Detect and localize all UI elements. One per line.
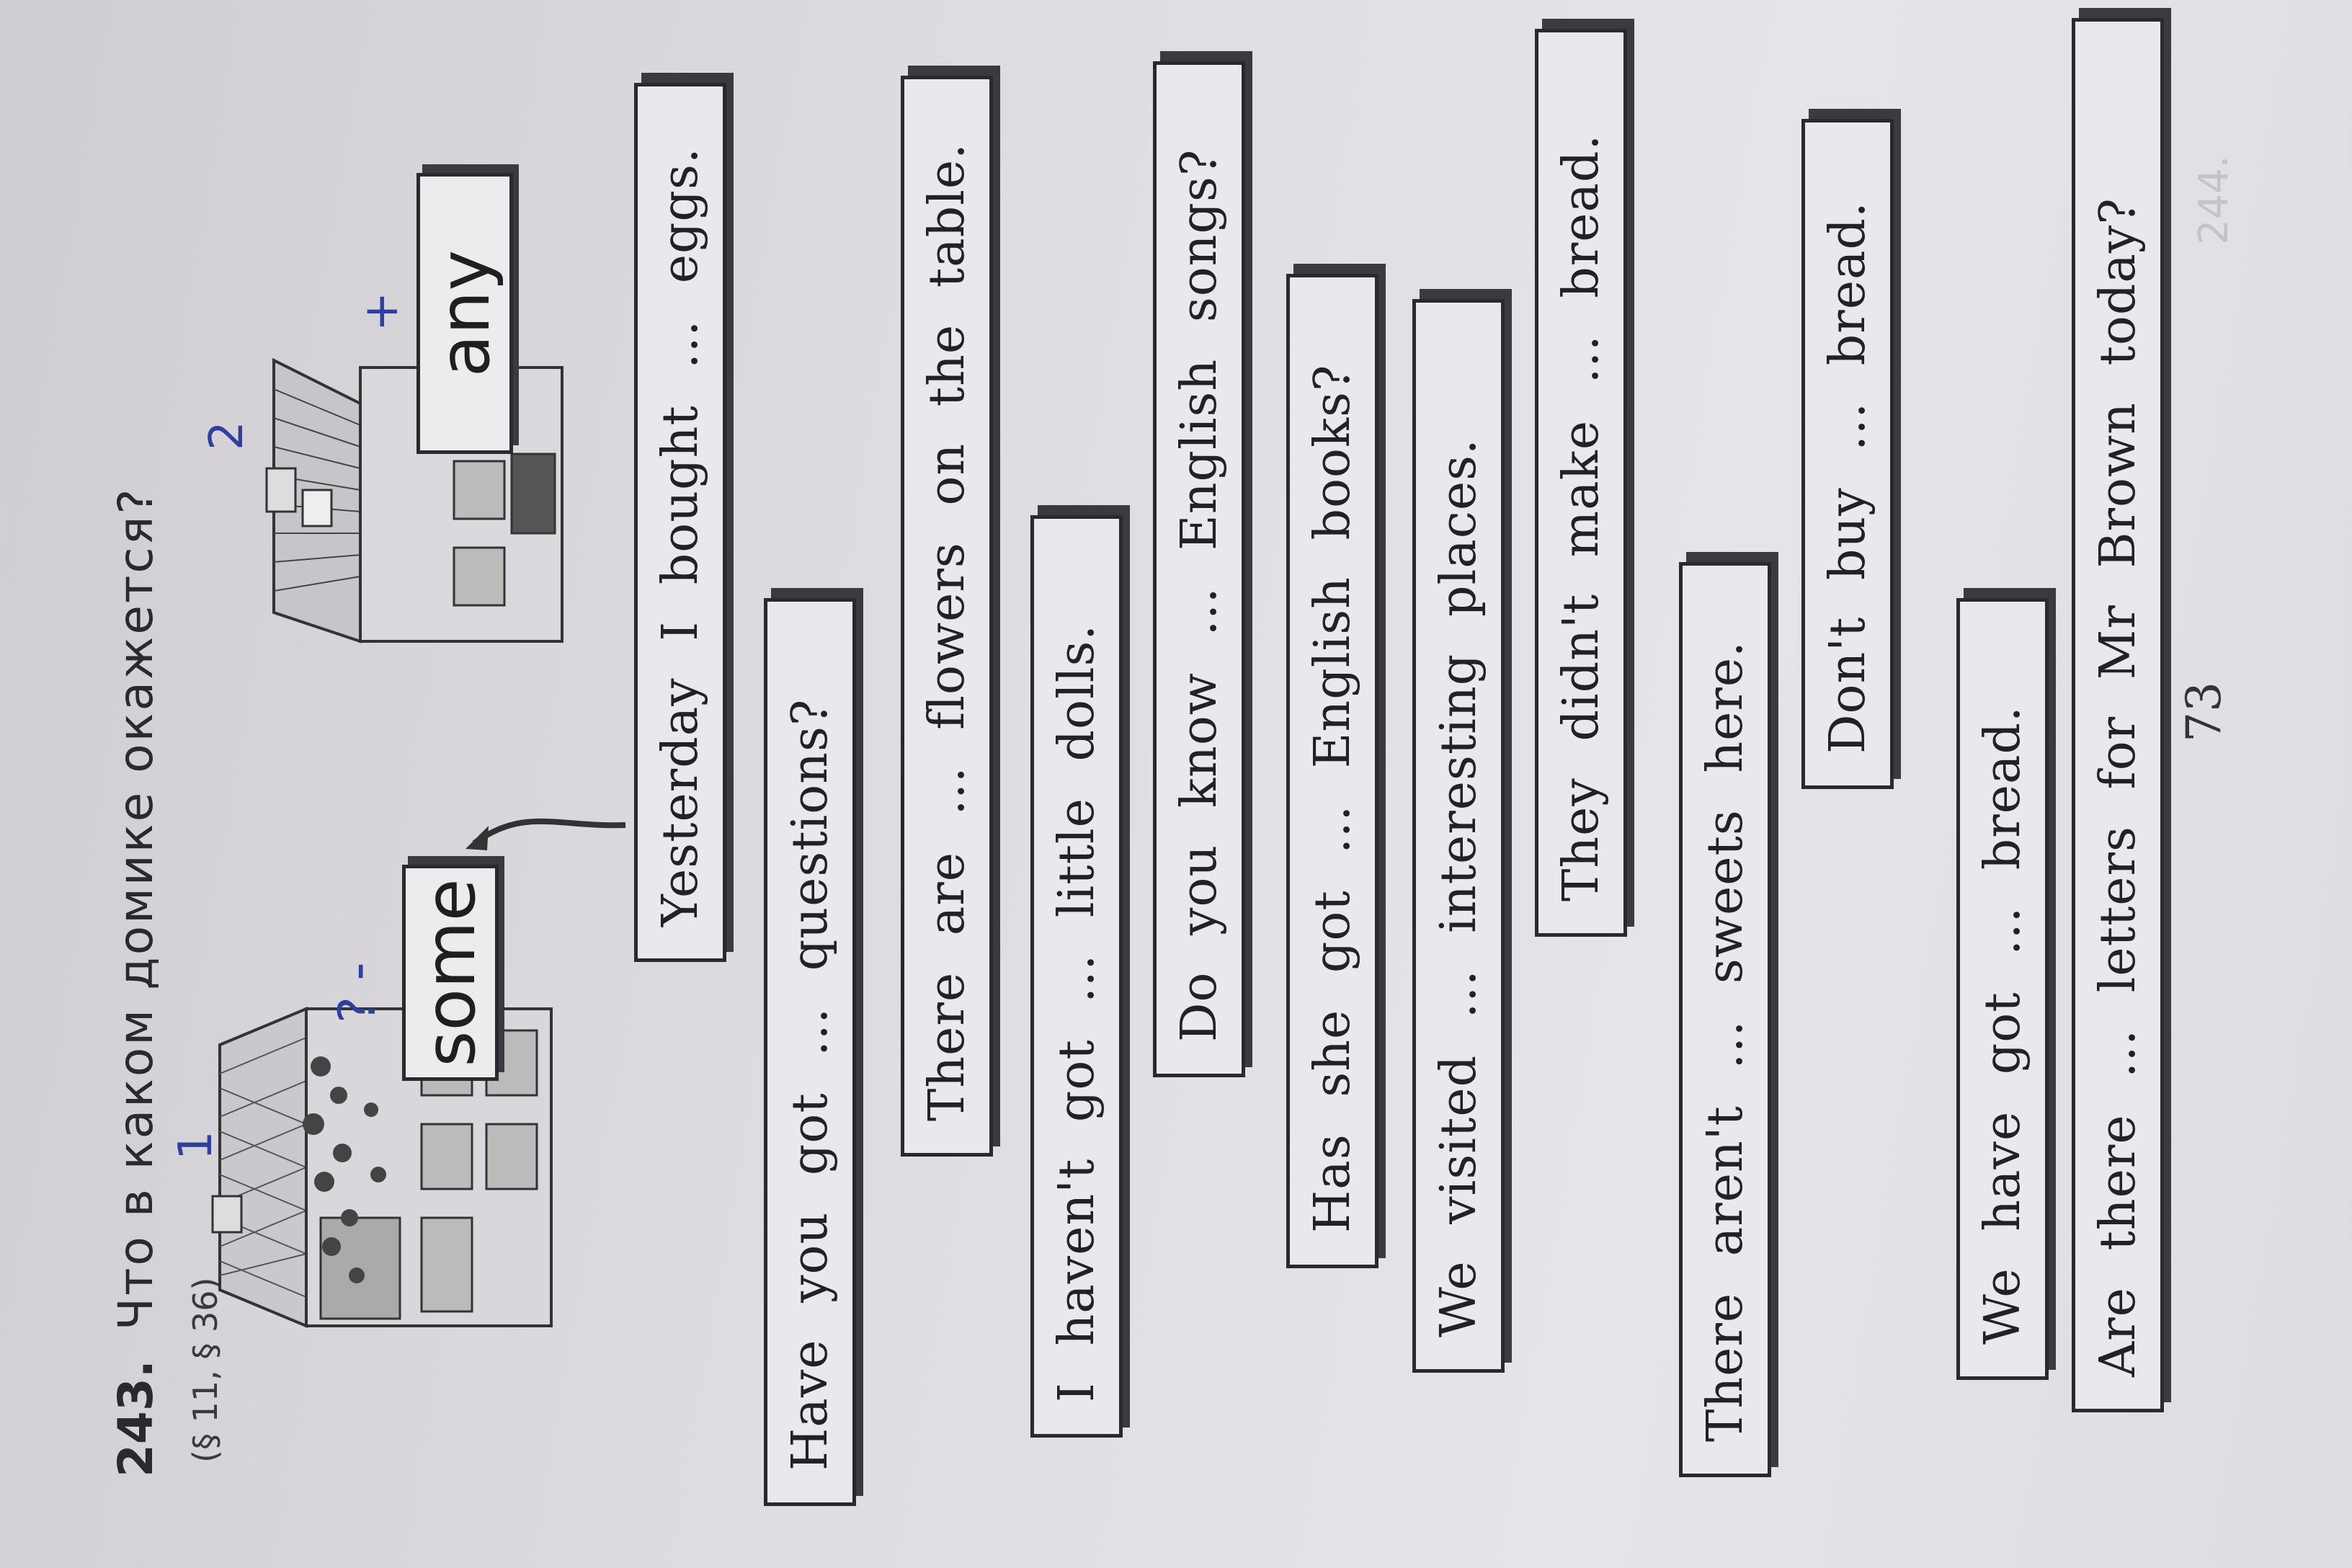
ghost-exercise-number: 244.: [2191, 155, 2237, 245]
sentence-card[interactable]: Yesterday I bought ... eggs.: [634, 83, 726, 962]
sentence-card[interactable]: There are ... flowers on the table.: [901, 76, 993, 1157]
sentence-card[interactable]: Are there ... letters for Mr Brown today…: [2072, 18, 2164, 1412]
handwritten-sign-house-2: +: [353, 291, 409, 331]
handwritten-number-1: 1: [169, 1131, 223, 1160]
house-2-illustration: [265, 357, 564, 643]
handwritten-signs-house-1: ? -: [328, 962, 387, 1023]
sentence-card[interactable]: We visited ... interesting places.: [1412, 299, 1505, 1373]
page-number: 73: [2176, 682, 2232, 742]
sentence-card[interactable]: I haven't got ... little dolls.: [1030, 515, 1123, 1438]
sentence-card[interactable]: We have got ... bread.: [1956, 598, 2049, 1380]
house-label-some[interactable]: some: [402, 865, 499, 1081]
sentence-card[interactable]: Don't buy ... bread.: [1801, 119, 1894, 789]
sentence-card[interactable]: There aren't ... sweets here.: [1679, 562, 1771, 1477]
handwritten-number-2: 2: [200, 421, 254, 450]
sentence-card[interactable]: They didn't make ... bread.: [1535, 29, 1627, 937]
ghost-lesson-header: К уроку: [2342, 50, 2352, 303]
exercise-header: 243. Что в каком домике окажется?: [108, 487, 164, 1477]
house-label-any[interactable]: any: [416, 173, 513, 454]
exercise-title: Что в каком домике окажется?: [108, 486, 164, 1331]
exercise-number: 243.: [108, 1360, 164, 1477]
house-1-illustration: [211, 1007, 553, 1328]
sentence-card[interactable]: Do you know ... English songs?: [1153, 61, 1245, 1077]
sentence-card[interactable]: Has she got ... English books?: [1286, 274, 1378, 1268]
arrow-to-some-house: [466, 818, 626, 850]
sentence-card[interactable]: Have you got ... questions?: [764, 598, 856, 1506]
